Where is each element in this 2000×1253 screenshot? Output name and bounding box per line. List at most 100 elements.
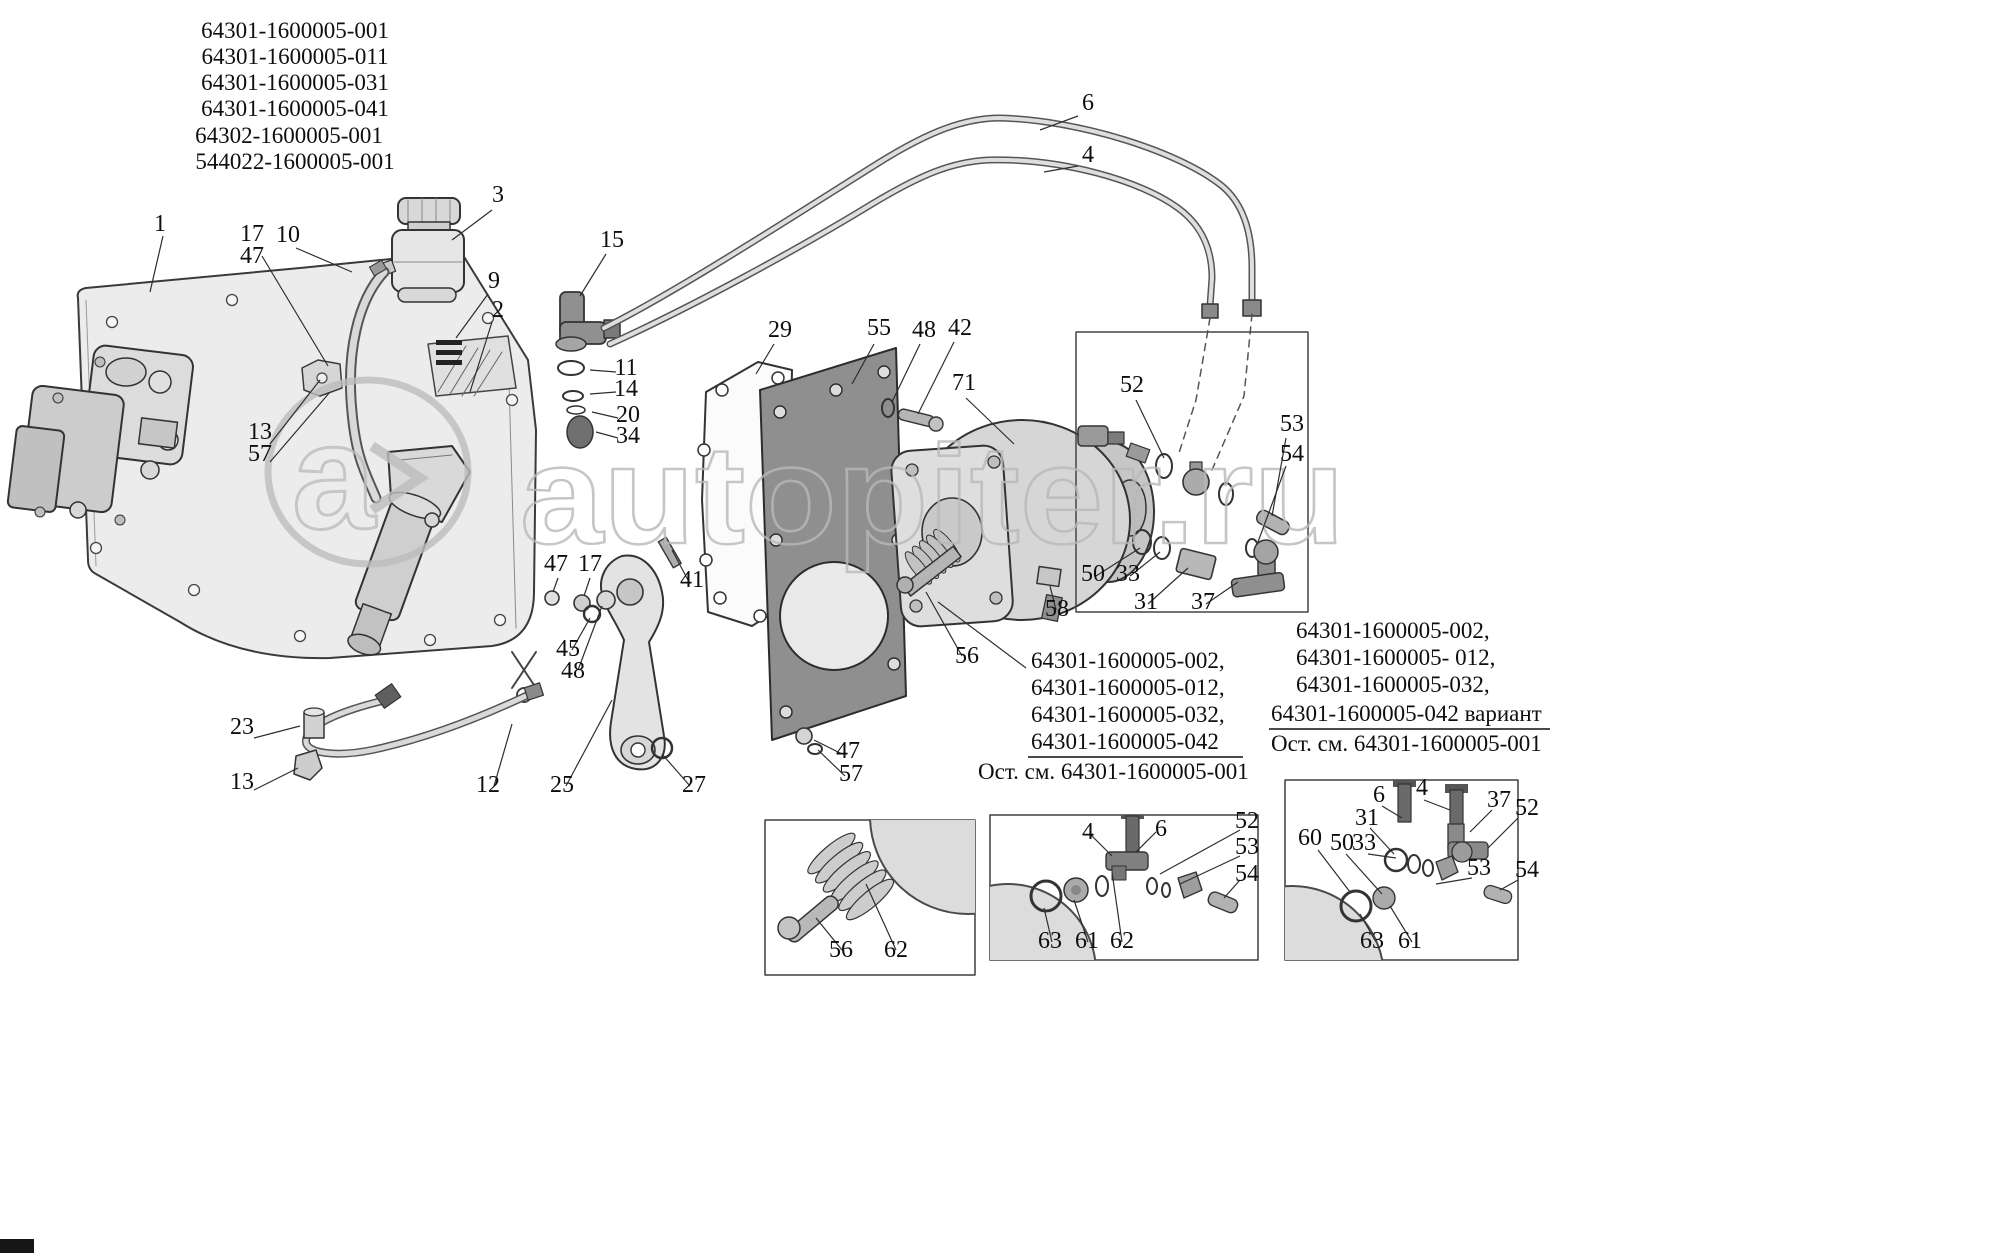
callout-label: 15 [600,227,624,253]
inset-box-pushrod [764,819,976,976]
callout-label: 50 [1081,561,1105,587]
diagram-art [6,114,1519,976]
callout-label: 25 [550,772,574,798]
catalog-number-line: 64301-1600005-041 [201,96,389,121]
corner-artifact [0,1239,34,1253]
callout-label: 42 [948,315,972,341]
lever [600,536,682,771]
callout-label: 13 [248,419,272,445]
variant-line: 64301-1600005-042 вариант [1271,701,1542,726]
callout-label: 58 [1045,596,1069,622]
callout-label: 9 [488,268,500,294]
catalog-number-line: 64302-1600005-001 [195,123,383,148]
callout-label: 14 [614,376,638,402]
callout-label: 11 [614,355,637,381]
callout-label: 62 [884,937,908,963]
callout-label: 63 [1038,928,1062,954]
callout-label: 52 [1120,372,1144,398]
callout-label: 55 [867,315,891,341]
callout-label: 56 [955,643,979,669]
callout-labels: 1 17 47 10 3 9 2 15 11 14 20 34 6 4 29 5… [154,90,1539,963]
callout-label: 23 [230,714,254,740]
callout-label: 3 [492,182,504,208]
callout-label: 47 [544,551,568,577]
callout-label: 45 [556,636,580,662]
callout-label: 53 [1235,834,1259,860]
callout-label: 41 [680,567,704,593]
callout-label: 33 [1352,830,1376,856]
callout-label: 31 [1134,589,1158,615]
callout-label: 54 [1515,857,1539,883]
variant-note-right: 64301-1600005-002, 64301-1600005- 012, 6… [1269,618,1550,756]
title-block: 64301-1600005-001 64301-1600005-011 6430… [195,18,395,174]
pipes [600,114,1262,471]
callout-label: 20 [616,402,640,428]
callout-label: 61 [1075,928,1099,954]
callout-label: 4 [1082,142,1094,168]
callout-label: 10 [276,222,300,248]
watermark-logo-arrow [369,441,430,515]
variant-line: 64301-1600005- 012, [1296,645,1495,670]
catalog-number-line: 64301-1600005-011 [202,44,389,69]
variant-line: 64301-1600005-032, [1031,702,1225,727]
callout-label: 62 [1110,928,1134,954]
callout-label: 37 [1487,787,1511,813]
callout-label: 33 [1116,561,1140,587]
callout-label: 4 [1416,775,1428,801]
variant-line: 64301-1600005-012, [1031,675,1225,700]
watermark-logo-letter: a [292,392,377,560]
callout-label: 31 [1355,805,1379,831]
callout-label: 37 [1191,589,1215,615]
fitting-detail-box [1075,331,1309,613]
callout-label: 60 [1298,825,1322,851]
callout-label: 6 [1082,90,1094,116]
callout-label: 29 [768,317,792,343]
variant-footer: Ост. см. 64301-1600005-001 [978,759,1249,784]
callout-label: 6 [1373,782,1385,808]
variant-note-center: 64301-1600005-002, 64301-1600005-012, 64… [978,648,1249,784]
callout-label: 48 [561,658,585,684]
callout-label: 52 [1515,795,1539,821]
callout-label: 57 [839,761,863,787]
inset-box-fittings-b [1284,779,1519,961]
callout-label: 50 [1330,830,1354,856]
callout-label: 56 [829,937,853,963]
variant-footer: Ост. см. 64301-1600005-001 [1271,731,1542,756]
catalog-number-line: 64301-1600005-031 [201,70,389,95]
watermark-logo-circle [264,376,472,568]
callout-label: 54 [1235,861,1259,887]
callout-label: 1 [154,211,166,237]
callout-label: 13 [230,769,254,795]
callout-label: 61 [1398,928,1422,954]
bracket-hatched [427,335,517,397]
callout-label: 2 [492,297,504,323]
leader-lines [149,115,1519,951]
callout-label: 34 [616,423,640,449]
callout-label: 17 [240,221,264,247]
callout-label: 54 [1280,441,1304,467]
callout-label: 53 [1467,855,1491,881]
inset-box-fittings-a [989,814,1259,961]
clamp-bracket [301,359,343,397]
callout-label: 57 [248,441,272,467]
reservoir-hose [344,259,390,504]
catalog-number-line: 64301-1600005-001 [201,18,389,43]
callout-label: 47 [240,243,264,269]
variant-line: 64301-1600005-002, [1296,618,1490,643]
callout-label: 52 [1235,808,1259,834]
callout-label: 48 [912,317,936,343]
callout-label: 17 [578,551,602,577]
callout-label: 71 [952,370,976,396]
watermark-text: autopiter.ru [520,416,1345,573]
callout-label: 27 [682,772,706,798]
lower-pipe [293,682,545,781]
variant-line: 64301-1600005-032, [1296,672,1490,697]
left-pump-assembly [6,344,194,526]
variant-line: 64301-1600005-042 [1031,729,1219,754]
callout-label: 4 [1082,819,1094,845]
callout-label: 12 [476,772,500,798]
callout-label: 47 [836,738,860,764]
callout-label: 63 [1360,928,1384,954]
